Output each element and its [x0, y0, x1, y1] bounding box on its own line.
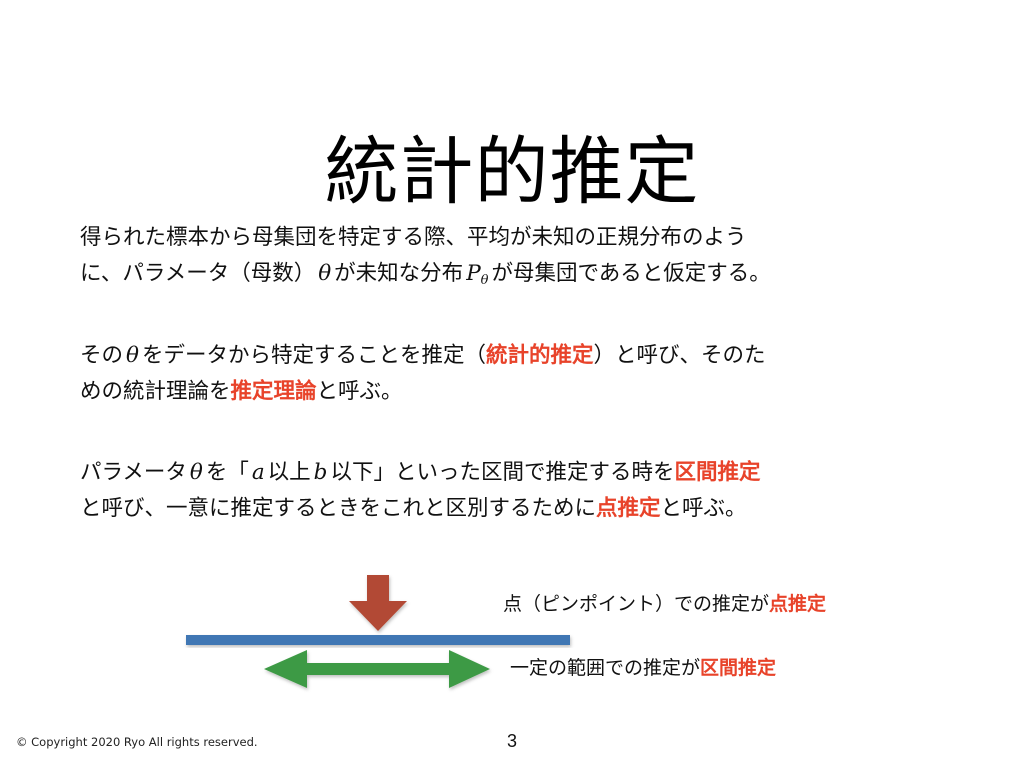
- text: と呼び、一意に推定するときをこれと区別するために: [80, 496, 597, 521]
- page-number: 3: [506, 731, 517, 751]
- paragraph-line: と呼び、一意に推定するときをこれと区別するために点推定と呼ぶ。: [80, 491, 960, 527]
- text: 点（ピンポイント）での推定が: [503, 593, 770, 615]
- point-estimation-label: 点（ピンポイント）での推定が点推定: [503, 591, 826, 617]
- a-variable: a: [251, 460, 265, 485]
- copyright-notice: © Copyright 2020 Ryo All rights reserved…: [16, 735, 258, 749]
- highlight-point-estimation: 点推定: [596, 496, 661, 521]
- p-symbol: P: [466, 261, 481, 286]
- highlight-estimation-theory: 推定理論: [230, 379, 317, 404]
- text: 一定の範囲での推定が: [510, 657, 701, 679]
- interval-estimation-label: 一定の範囲での推定が区間推定: [510, 655, 776, 681]
- text: ）と呼び、そのた: [593, 343, 766, 368]
- theta-symbol: θ: [126, 343, 139, 368]
- text: と呼ぶ。: [316, 379, 403, 404]
- text: めの統計理論を: [80, 379, 231, 404]
- double-arrow-icon: [264, 650, 490, 688]
- down-arrow-icon: [349, 575, 407, 631]
- text: 以上: [267, 460, 311, 485]
- highlight-interval-estimation: 区間推定: [700, 657, 777, 679]
- theta-subscript: θ: [480, 273, 489, 288]
- text: パラメータ: [80, 460, 187, 485]
- text: 得られた標本から母集団を特定する際、平均が未知の正規分布のよう: [80, 225, 747, 250]
- text: 以下」といった区間で推定する時を: [330, 460, 675, 485]
- text: その: [80, 343, 124, 368]
- text: を「: [205, 460, 249, 485]
- text: が未知な分布: [334, 261, 464, 286]
- distribution-symbol: Pθ: [463, 261, 491, 288]
- paragraph-line: 得られた標本から母集団を特定する際、平均が未知の正規分布のよう: [80, 220, 960, 256]
- highlight-interval-estimation: 区間推定: [674, 460, 761, 485]
- paragraph-definition: 得られた標本から母集団を特定する際、平均が未知の正規分布のよう に、パラメータ（…: [80, 220, 960, 292]
- theta-symbol: θ: [189, 460, 203, 485]
- number-line: [186, 635, 570, 645]
- text: が母集団であると仮定する。: [491, 261, 771, 286]
- highlight-statistical-estimation: 統計的推定: [485, 343, 594, 368]
- slide-title: 統計的推定: [324, 128, 700, 215]
- paragraph-line: めの統計理論を推定理論と呼ぶ。: [80, 374, 960, 410]
- text: をデータから特定することを推定（: [141, 343, 486, 368]
- theta-symbol: θ: [318, 261, 332, 286]
- b-variable: b: [313, 460, 328, 485]
- highlight-point-estimation: 点推定: [769, 593, 827, 615]
- text: に、パラメータ（母数）: [80, 261, 316, 286]
- text: と呼ぶ。: [660, 496, 747, 521]
